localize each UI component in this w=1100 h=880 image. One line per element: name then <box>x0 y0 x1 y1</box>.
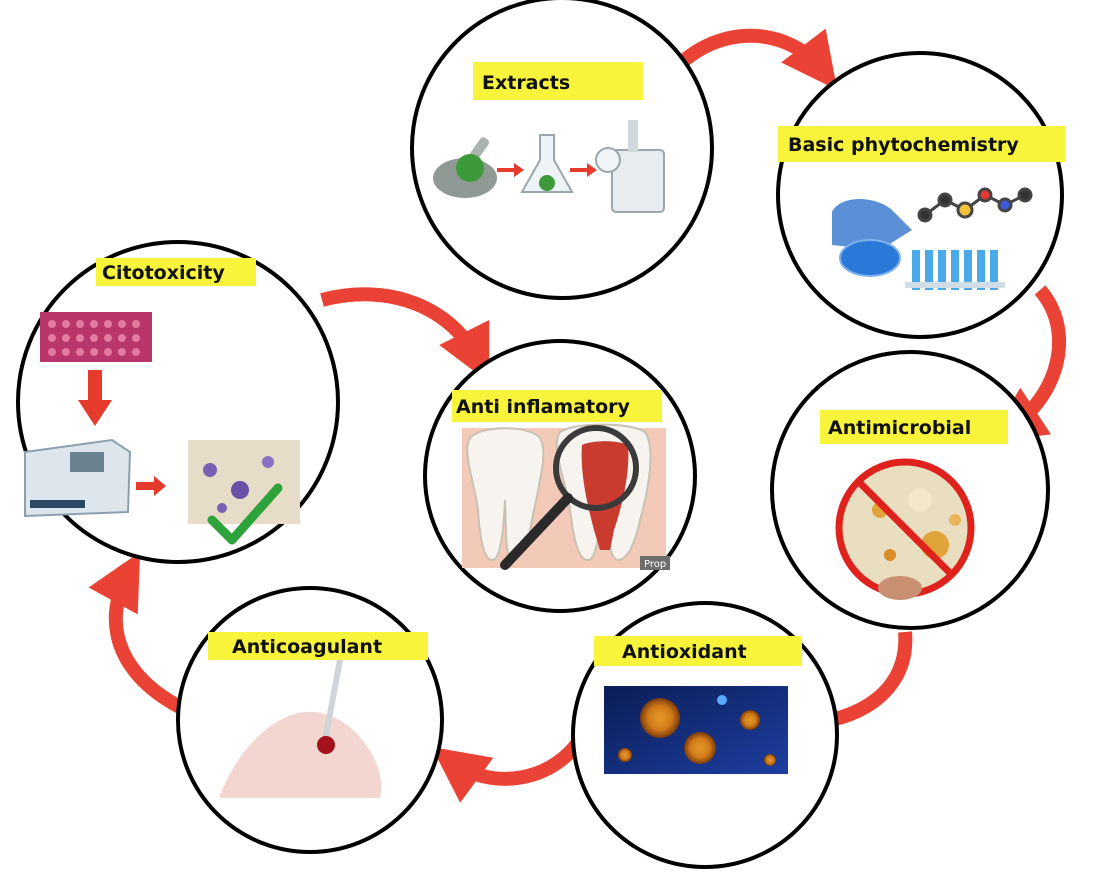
arrow-antioxidant-to-anticoagulant <box>431 728 592 803</box>
arrow-citotoxicity-to-antiinflam <box>320 287 490 383</box>
cell-icon <box>764 754 776 766</box>
plate-wells <box>48 320 140 356</box>
colony-icon <box>908 488 932 512</box>
reader-screen-icon <box>70 452 104 472</box>
label-phytochem-text: Basic phytochemistry <box>788 134 1019 156</box>
test-tube-rack-icon <box>905 250 1005 290</box>
magnifier-lens-icon <box>553 425 639 511</box>
inflamed-pulp-icon <box>581 441 629 550</box>
cell-icon <box>618 748 632 762</box>
label-antioxidant-text: Antioxidant <box>622 641 747 663</box>
cell-icon <box>740 710 760 730</box>
label-antioxidant: Antioxidant <box>594 636 802 666</box>
phytochem-illustration <box>832 187 1033 290</box>
cell-icon <box>640 698 680 738</box>
blood-drop-icon <box>317 736 335 754</box>
pipette-icon <box>323 657 343 738</box>
label-antimicrobial: Antimicrobial <box>820 410 1008 444</box>
flask-herbs-icon <box>539 175 555 191</box>
label-citotoxicity-text: Citotoxicity <box>102 262 225 284</box>
citotoxicity-illustration <box>24 312 300 545</box>
checkmark-icon <box>207 483 283 545</box>
circle-extracts <box>410 0 714 300</box>
small-arrow-2 <box>570 163 597 177</box>
molecule-model-icon <box>917 187 1033 223</box>
label-anticoagulant-text: Anticoagulant <box>232 636 382 658</box>
stage-labels: Extracts Basic phytochemistry Antimicrob… <box>96 62 1065 666</box>
label-phytochem: Basic phytochemistry <box>778 126 1065 162</box>
colony-icon <box>949 514 961 526</box>
label-antiinflam: Anti inflamatory <box>452 390 662 422</box>
gloved-fingers-icon <box>220 711 382 798</box>
down-arrow-icon <box>78 370 112 426</box>
healthy-tooth-icon <box>466 427 545 562</box>
antimicrobial-illustration <box>835 458 975 600</box>
magnifier-handle-icon <box>500 493 573 570</box>
cell-icon <box>684 732 716 764</box>
label-antimicrobial-text: Antimicrobial <box>828 417 971 439</box>
beaker-liquid-icon <box>839 239 901 277</box>
evaporator-column-icon <box>628 120 638 152</box>
watermark-text: Prop <box>644 559 666 570</box>
finger-icon <box>878 576 922 600</box>
right-arrow-icon <box>136 476 166 496</box>
anticoagulant-illustration <box>220 657 382 798</box>
arrow-anticoagulant-to-citotoxicity <box>88 551 193 719</box>
stained-cell-icon <box>262 456 274 468</box>
label-extracts: Extracts <box>473 62 643 100</box>
label-citotoxicity: Citotoxicity <box>96 258 256 286</box>
label-anticoagulant: Anticoagulant <box>208 632 428 660</box>
prohibition-slash-icon <box>855 478 955 578</box>
herb-leaves-icon <box>456 154 484 182</box>
colony-icon <box>884 549 896 561</box>
antioxidant-illustration <box>604 686 788 774</box>
flask-icon <box>520 134 574 193</box>
cell-icon <box>717 695 727 705</box>
arrow-extracts-to-phytochem <box>666 28 838 91</box>
label-antiinflam-text: Anti inflamatory <box>456 396 631 418</box>
stained-cell-icon <box>217 503 227 513</box>
stained-cell-icon <box>231 481 249 499</box>
antiinflam-illustration: Prop <box>462 423 670 570</box>
glove-hand-icon <box>832 198 912 250</box>
stained-cell-icon <box>203 463 217 477</box>
evaporator-flask-icon <box>595 147 621 173</box>
reader-tray-icon <box>30 500 85 508</box>
watermark-badge <box>640 556 670 570</box>
small-arrow-1 <box>497 163 524 177</box>
label-extracts-text: Extracts <box>482 72 570 94</box>
extracts-illustration <box>433 120 665 213</box>
